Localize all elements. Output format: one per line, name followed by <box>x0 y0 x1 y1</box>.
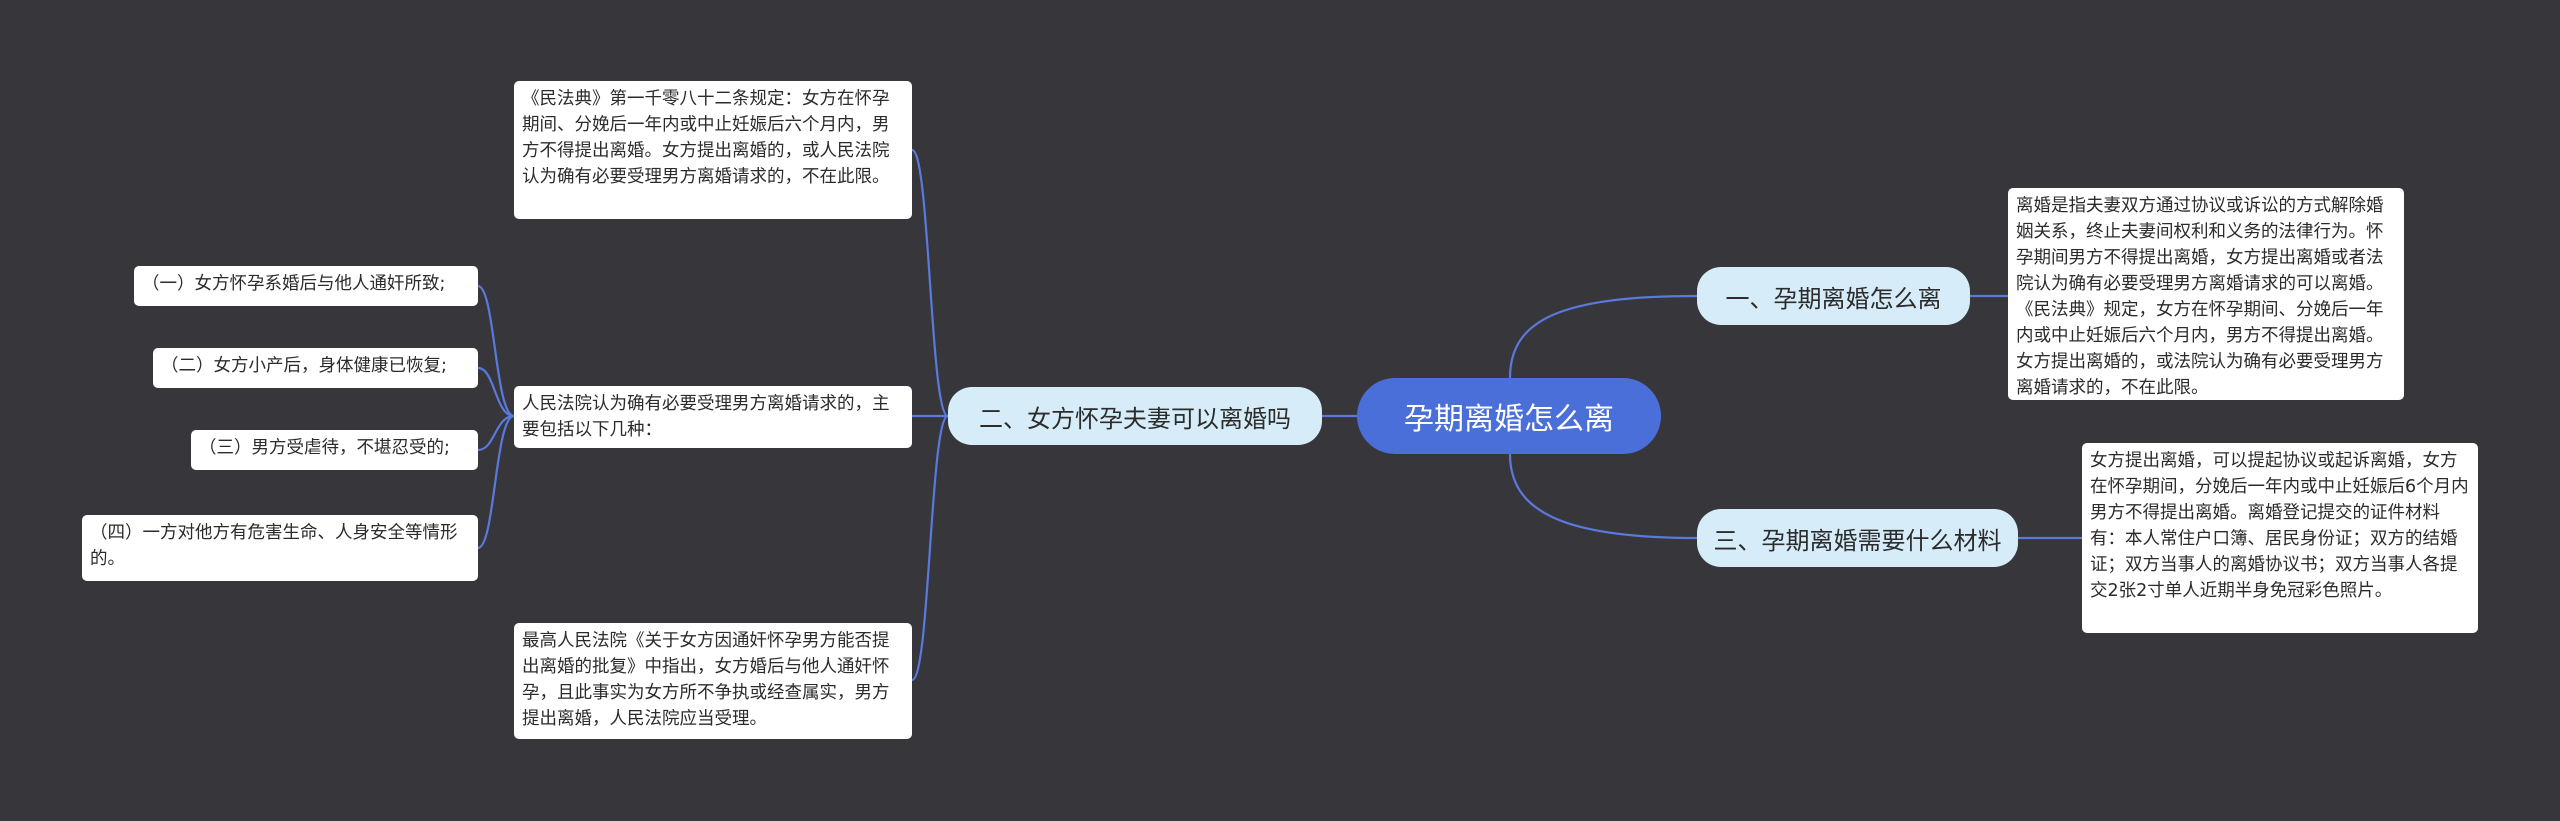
link-root-b3 <box>1508 453 1698 540</box>
leaf-court-c2-content: （二）女方小产后，身体健康已恢复; <box>161 356 447 376</box>
link-court-c2 <box>477 366 515 418</box>
branch-node-2[interactable]: 二、女方怀孕夫妻可以离婚吗 <box>948 387 1322 445</box>
link-court-c1 <box>477 284 515 418</box>
link-root-b1 <box>1508 294 1698 379</box>
leaf-b1-text-content: 离婚是指夫妻双方通过协议或诉讼的方式解除婚姻关系，终止夫妻间权利和义务的法律行为… <box>2016 196 2384 398</box>
branch-node-3[interactable]: 三、孕期离婚需要什么材料 <box>1697 509 2018 567</box>
leaf-court-c3-content: （三）男方受虐待，不堪忍受的; <box>199 438 450 458</box>
leaf-b2-reply[interactable]: 最高人民法院《关于女方因通奸怀孕男方能否提出离婚的批复》中指出，女方婚后与他人通… <box>514 623 912 739</box>
leaf-b2-law-content: 《民法典》第一千零八十二条规定：女方在怀孕期间、分娩后一年内或中止妊娠后六个月内… <box>522 89 890 187</box>
leaf-b2-law[interactable]: 《民法典》第一千零八十二条规定：女方在怀孕期间、分娩后一年内或中止妊娠后六个月内… <box>514 81 912 219</box>
leaf-court-c2[interactable]: （二）女方小产后，身体健康已恢复; <box>153 348 478 388</box>
link-b2-reply <box>910 414 950 682</box>
branch-node-1[interactable]: 一、孕期离婚怎么离 <box>1697 267 1970 325</box>
root-node[interactable]: 孕期离婚怎么离 <box>1357 378 1661 454</box>
link-court-c4 <box>477 414 515 550</box>
link-b2-law <box>910 148 950 418</box>
leaf-court-c3[interactable]: （三）男方受虐待，不堪忍受的; <box>191 430 478 470</box>
leaf-court-c4[interactable]: （四）一方对他方有危害生命、人身安全等情形的。 <box>82 515 478 581</box>
root-label: 孕期离婚怎么离 <box>1404 402 1614 437</box>
leaf-b3-text-content: 女方提出离婚，可以提起协议或起诉离婚，女方在怀孕期间，分娩后一年内或中止妊娠后6… <box>2090 451 2469 601</box>
branch-label-3: 三、孕期离婚需要什么材料 <box>1713 526 2002 555</box>
leaf-court-c1-content: （一）女方怀孕系婚后与他人通奸所致; <box>142 274 446 294</box>
leaf-b1-text[interactable]: 离婚是指夫妻双方通过协议或诉讼的方式解除婚姻关系，终止夫妻间权利和义务的法律行为… <box>2008 188 2404 400</box>
leaf-court-c4-content: （四）一方对他方有危害生命、人身安全等情形的。 <box>90 523 458 569</box>
leaf-b3-text[interactable]: 女方提出离婚，可以提起协议或起诉离婚，女方在怀孕期间，分娩后一年内或中止妊娠后6… <box>2082 443 2478 633</box>
link-court-c3 <box>477 414 515 452</box>
leaf-b2-reply-content: 最高人民法院《关于女方因通奸怀孕男方能否提出离婚的批复》中指出，女方婚后与他人通… <box>522 631 890 729</box>
leaf-b2-court[interactable]: 人民法院认为确有必要受理男方离婚请求的，主要包括以下几种： <box>514 386 912 448</box>
leaf-court-c1[interactable]: （一）女方怀孕系婚后与他人通奸所致; <box>134 266 478 306</box>
branch-label-1: 一、孕期离婚怎么离 <box>1725 284 1942 313</box>
leaf-b2-court-content: 人民法院认为确有必要受理男方离婚请求的，主要包括以下几种： <box>522 394 890 440</box>
branch-label-2: 二、女方怀孕夫妻可以离婚吗 <box>979 404 1291 433</box>
